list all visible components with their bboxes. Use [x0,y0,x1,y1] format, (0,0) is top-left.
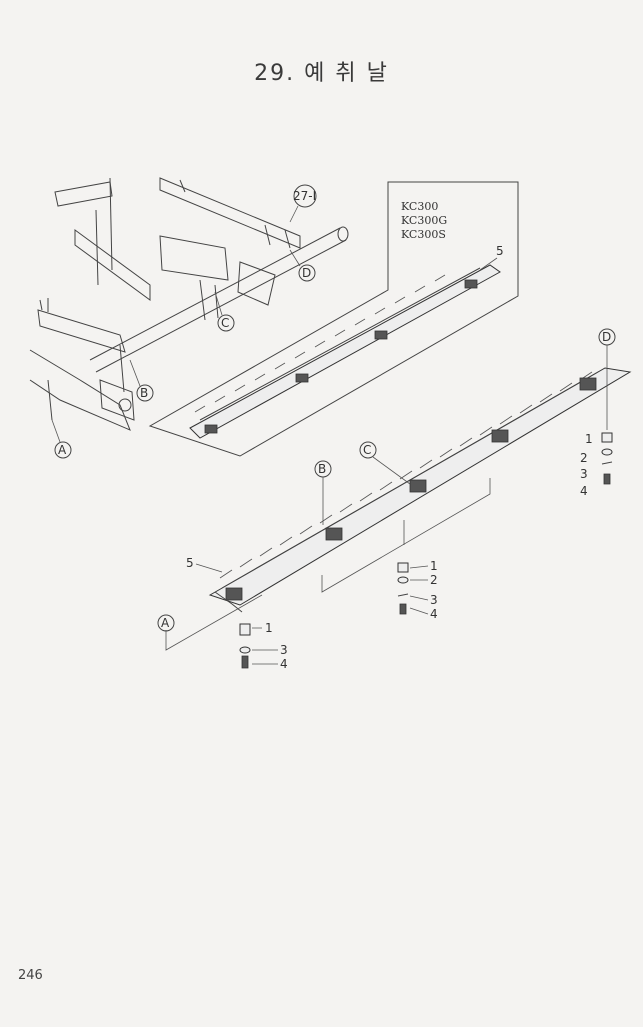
main-cutter-bar [208,367,632,613]
model-inset-box: KC300 KC300G KC300S 5 [148,181,519,457]
svg-text:5: 5 [186,556,194,570]
svg-text:4: 4 [280,657,288,671]
hardware-stack-a: 1 3 4 [239,621,288,671]
svg-text:3: 3 [280,643,288,657]
main-part-5: 5 [186,556,223,573]
callout-27-1: 27-I [289,184,317,223]
hardware-stack-middle: 1 2 3 4 [397,559,438,621]
callout-a-main: A [157,614,175,632]
svg-text:3: 3 [430,593,438,607]
svg-text:2: 2 [580,451,588,465]
chassis-frame [29,177,349,431]
svg-text:1: 1 [585,432,593,446]
hardware-stack-d: 1 2 3 4 [580,432,613,498]
svg-text:1: 1 [265,621,273,635]
callout-c-upper: C [214,291,235,332]
callout-b-main: B [314,460,332,525]
svg-text:D: D [302,266,311,280]
inset-part-5: 5 [496,244,504,258]
callout-d-main: D [598,328,616,346]
callout-27-1-label: 27-I [293,189,316,203]
callout-b-upper: B [129,359,154,402]
svg-text:4: 4 [430,607,438,621]
svg-text:C: C [363,443,371,457]
svg-text:B: B [318,462,326,476]
svg-text:C: C [221,316,229,330]
model-kc300g: KC300G [401,214,447,227]
callout-c-main: C [359,441,411,485]
svg-text:A: A [161,616,170,630]
svg-text:A: A [58,443,67,457]
callout-a-upper: A [51,419,72,459]
svg-text:1: 1 [430,559,438,573]
svg-text:3: 3 [580,467,588,481]
callout-d-upper: D [289,249,316,282]
svg-text:B: B [140,386,148,400]
svg-text:4: 4 [580,484,588,498]
model-kc300: KC300 [401,200,438,213]
model-kc300s: KC300S [401,228,446,241]
svg-text:D: D [602,330,611,344]
page-title: 29. 예 취 날 [254,61,389,86]
assembly-brackets [165,345,608,651]
page-number: 246 [18,968,43,983]
svg-text:2: 2 [430,573,438,587]
